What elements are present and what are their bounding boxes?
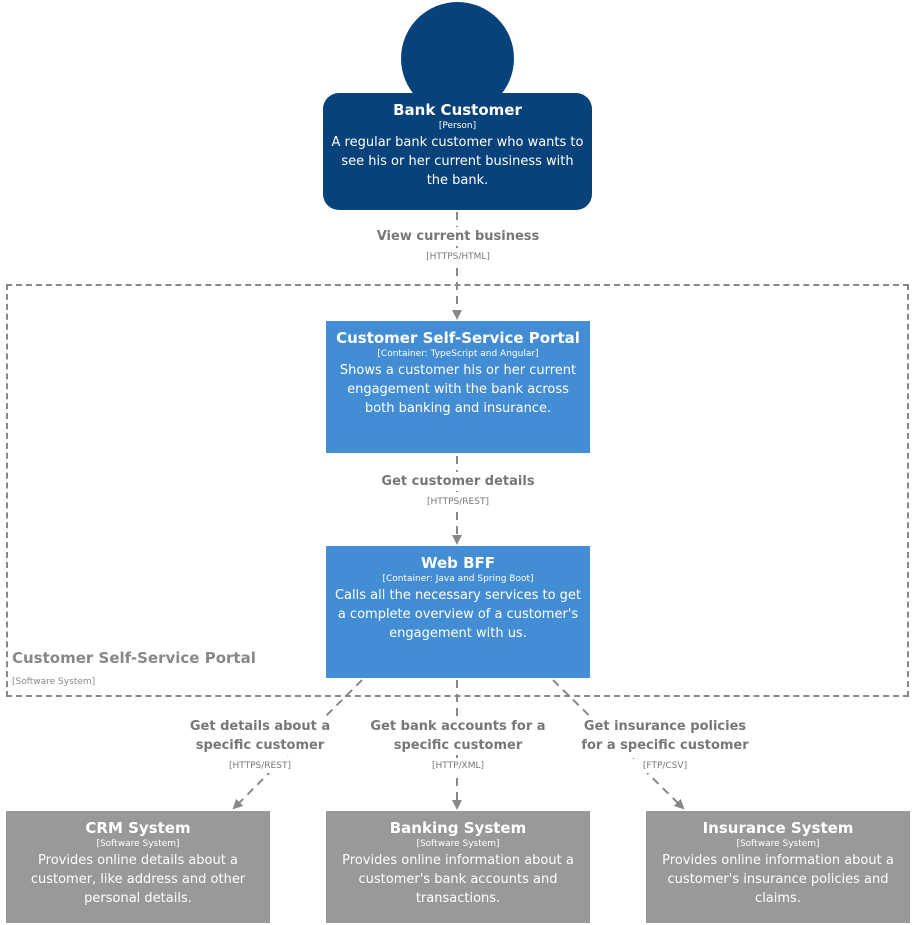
bff-name: Web BFF bbox=[420, 554, 496, 572]
insurance-type: [Software System] bbox=[736, 839, 820, 849]
person-description: A regular bank customer who wants to see… bbox=[331, 135, 584, 188]
relation-tech: [HTTPS/REST] bbox=[358, 495, 558, 509]
portal-description: Shows a customer his or her current enga… bbox=[339, 363, 577, 416]
banking-description: Provides online information about a cust… bbox=[342, 853, 574, 906]
container-web-bff[interactable]: Web BFF [Container: Java and Spring Boot… bbox=[326, 546, 590, 678]
relation-label: Get customer details bbox=[358, 472, 558, 491]
relation-label: Get bank accounts for a specific custome… bbox=[367, 717, 549, 755]
relation-tech: [HTTPS/HTML] bbox=[358, 250, 558, 264]
relation-crm-details: Get details about a specific customer [H… bbox=[180, 717, 340, 773]
bff-description: Calls all the necessary services to get … bbox=[334, 588, 582, 641]
relation-customer-details: Get customer details [HTTPS/REST] bbox=[358, 472, 558, 509]
insurance-name: Insurance System bbox=[702, 819, 854, 837]
banking-type: [Software System] bbox=[416, 839, 500, 849]
system-crm[interactable]: CRM System [Software System] Provides on… bbox=[6, 811, 270, 923]
relation-view-business: View current business [HTTPS/HTML] bbox=[358, 227, 558, 264]
portal-name: Customer Self-Service Portal bbox=[336, 329, 580, 347]
bff-type: [Container: Java and Spring Boot] bbox=[382, 574, 534, 584]
relation-tech: [HTTPS/REST] bbox=[180, 759, 340, 773]
relation-label: Get details about a specific customer bbox=[180, 717, 340, 755]
relation-tech: [HTTP/XML] bbox=[367, 759, 549, 773]
crm-name: CRM System bbox=[85, 819, 191, 837]
boundary-title: Customer Self-Service Portal bbox=[12, 649, 256, 667]
crm-type: [Software System] bbox=[96, 839, 180, 849]
system-boundary bbox=[6, 284, 909, 697]
person-name: Bank Customer bbox=[393, 101, 522, 119]
crm-description: Provides online details about a customer… bbox=[30, 853, 246, 906]
container-portal[interactable]: Customer Self-Service Portal [Container:… bbox=[326, 321, 590, 453]
relation-insurance-policies: Get insurance policies for a specific cu… bbox=[573, 717, 757, 773]
banking-name: Banking System bbox=[389, 819, 527, 837]
boundary-type: [Software System] bbox=[12, 677, 96, 687]
person-bank-customer[interactable]: Bank Customer [Person] A regular bank cu… bbox=[323, 93, 592, 210]
relation-label: Get insurance policies for a specific cu… bbox=[573, 717, 757, 755]
person-type: [Person] bbox=[438, 121, 477, 131]
portal-type: [Container: TypeScript and Angular] bbox=[377, 349, 539, 359]
system-insurance[interactable]: Insurance System [Software System] Provi… bbox=[646, 811, 910, 923]
relation-tech: [FTP/CSV] bbox=[573, 759, 757, 773]
insurance-description: Provides online information about a cust… bbox=[662, 853, 894, 906]
relation-label: View current business bbox=[358, 227, 558, 246]
relation-bank-accounts: Get bank accounts for a specific custome… bbox=[367, 717, 549, 773]
system-banking[interactable]: Banking System [Software System] Provide… bbox=[326, 811, 590, 923]
